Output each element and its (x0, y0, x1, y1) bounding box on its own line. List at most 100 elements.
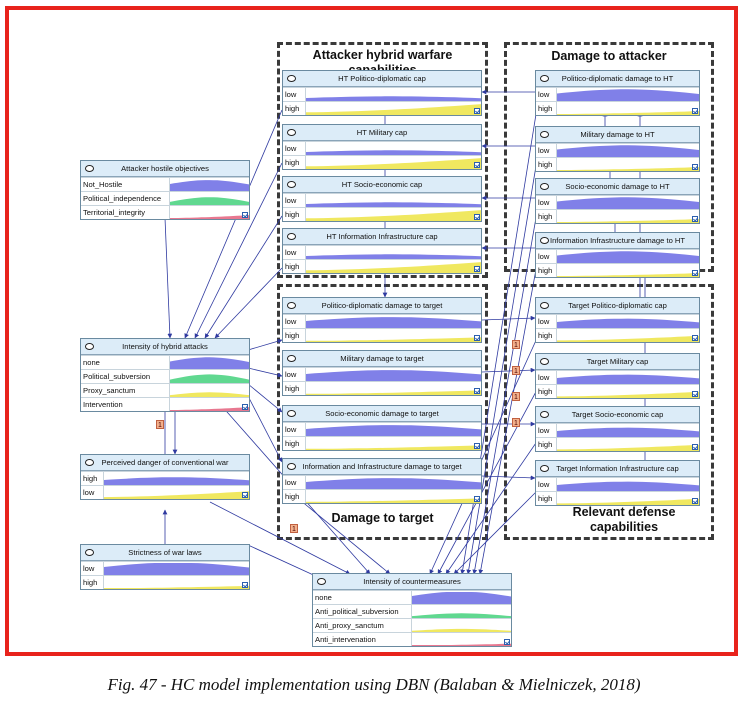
state-distribution-plot (557, 385, 699, 398)
state-label: high (536, 438, 557, 451)
state-distribution-plot (306, 246, 481, 259)
distribution-shape (557, 167, 699, 171)
state-label: high (536, 210, 557, 223)
node-title: HT Socio-economic cap (283, 177, 481, 193)
state-distribution-plot (306, 329, 481, 342)
distribution-svg (557, 335, 699, 342)
checkbox-icon[interactable] (504, 639, 510, 645)
checkbox-icon[interactable] (692, 270, 698, 276)
checkbox-icon[interactable] (692, 108, 698, 114)
distribution-shape (104, 477, 249, 485)
node-title: HT Military cap (283, 125, 481, 141)
checkbox-icon[interactable] (692, 216, 698, 222)
node-circle-icon (287, 355, 296, 362)
temporal-badge: 1 (512, 418, 520, 427)
checkbox-icon[interactable] (474, 214, 480, 220)
distribution-shape (306, 254, 481, 259)
state-row: high (536, 384, 699, 398)
node-title: Socio-economic damage to target (283, 406, 481, 422)
checkbox-icon[interactable] (242, 212, 248, 218)
distribution-svg (170, 197, 249, 205)
checkbox-icon[interactable] (474, 335, 480, 341)
state-distribution-plot (306, 102, 481, 115)
checkbox-icon[interactable] (692, 391, 698, 397)
node-circle-icon (85, 165, 94, 172)
state-row: high (283, 207, 481, 221)
checkbox-icon[interactable] (474, 496, 480, 502)
state-distribution-plot (557, 196, 699, 209)
checkbox-icon[interactable] (242, 582, 248, 588)
checkbox-icon[interactable] (474, 443, 480, 449)
checkbox-icon[interactable] (242, 492, 248, 498)
node-information-and-infrastructure-damage-to-target[interactable]: Information and Infrastructure damage to… (282, 458, 482, 504)
node-circle-icon (540, 237, 549, 244)
checkbox-icon[interactable] (242, 404, 248, 410)
distribution-shape (557, 219, 699, 223)
distribution-svg (557, 498, 699, 505)
distribution-svg (557, 444, 699, 451)
state-row: low (283, 193, 481, 207)
distribution-shape (557, 145, 699, 157)
distribution-svg (104, 491, 249, 499)
checkbox-icon[interactable] (474, 388, 480, 394)
checkbox-icon[interactable] (692, 498, 698, 504)
state-distribution-plot (170, 206, 249, 219)
state-distribution-plot (306, 194, 481, 207)
state-label: low (283, 476, 306, 489)
state-distribution-plot (306, 88, 481, 101)
state-row: high (283, 259, 481, 273)
checkbox-icon[interactable] (692, 335, 698, 341)
distribution-shape (557, 335, 699, 342)
state-row: high (283, 101, 481, 115)
distribution-shape (412, 643, 511, 646)
checkbox-icon[interactable] (692, 444, 698, 450)
distribution-shape (306, 104, 481, 115)
checkbox-icon[interactable] (692, 164, 698, 170)
distribution-shape (170, 407, 249, 411)
state-label: none (313, 591, 412, 604)
state-label: low (283, 423, 306, 436)
checkbox-icon[interactable] (474, 108, 480, 114)
distribution-svg (412, 592, 511, 604)
state-label: Political_independence (81, 192, 170, 205)
checkbox-icon[interactable] (474, 162, 480, 168)
node-title: HT Information Infrastructure cap (283, 229, 481, 245)
node-circle-icon (540, 183, 549, 190)
distribution-shape (557, 427, 699, 437)
distribution-svg (170, 374, 249, 383)
state-distribution-plot (557, 438, 699, 451)
distribution-svg (306, 445, 481, 450)
state-row: Political_subversion (81, 369, 249, 383)
distribution-shape (557, 111, 699, 115)
temporal-badge: 1 (512, 340, 520, 349)
state-distribution-plot (306, 437, 481, 450)
checkbox-icon[interactable] (474, 266, 480, 272)
state-label: Intervention (81, 398, 170, 411)
distribution-svg (170, 407, 249, 411)
distribution-shape (306, 370, 481, 381)
distribution-shape (306, 262, 481, 273)
node-title: HT Politico-diplomatic cap (283, 71, 481, 87)
distribution-svg (306, 498, 481, 503)
distribution-svg (557, 145, 699, 157)
